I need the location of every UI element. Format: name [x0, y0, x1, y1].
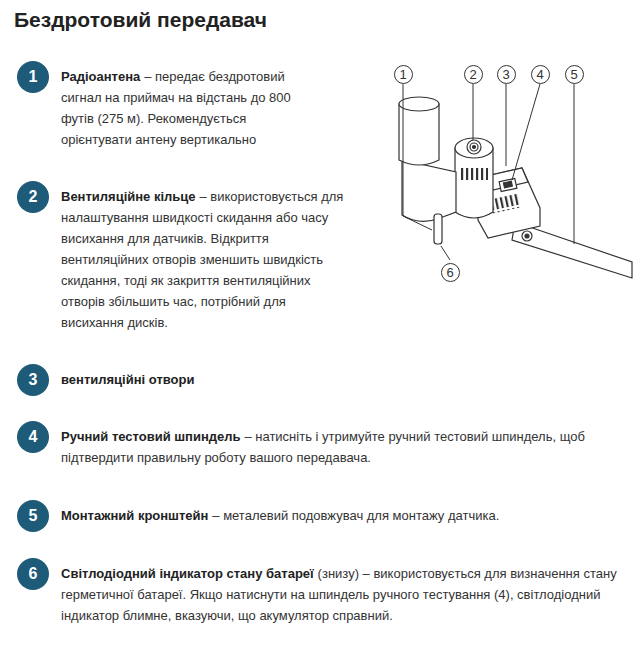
number-badge: 5	[17, 500, 49, 532]
node-text: 6	[446, 265, 453, 280]
part-name: вентиляційні отвори	[61, 372, 194, 387]
number-badge: 4	[17, 421, 49, 453]
radio-antenna	[399, 104, 439, 165]
part-name: Монтажний кронштейн	[61, 508, 208, 523]
number-badge: 1	[17, 61, 49, 93]
node-text: 3	[29, 371, 38, 389]
part-name: Радіоантена	[61, 69, 140, 84]
node-text: 2	[29, 188, 38, 206]
callout-number: 3	[497, 65, 516, 84]
node-text: 5	[570, 67, 577, 82]
callout-number: 6	[441, 263, 460, 282]
description: Ручний тестовий шпиндель– натисніть і ут…	[61, 426, 621, 468]
description: Радіоантена– передає бездротовий сигнал …	[61, 66, 306, 150]
part-name: Світлодіодний індикатор стану батареї	[61, 566, 314, 581]
node-text: 6	[29, 565, 38, 583]
node-text: 4	[29, 428, 38, 446]
callout-number: 2	[464, 65, 483, 84]
part-name: Вентиляційне кільце	[61, 189, 196, 204]
mounting-bracket	[512, 222, 632, 278]
description: Вентиляційне кільце– використовується дл…	[61, 186, 346, 333]
node-text: 4	[536, 67, 543, 82]
node-text: 3	[502, 67, 509, 82]
description: Світлодіодний індикатор стану батареї(зн…	[61, 563, 627, 626]
node-text: 1	[399, 67, 406, 82]
number-badge: 6	[17, 558, 49, 590]
diagram-title: Бездротовий передавач	[14, 8, 267, 32]
node-text: 5	[29, 507, 38, 525]
battery-led	[434, 214, 442, 244]
number-badge: 2	[17, 181, 49, 213]
test-spindle	[499, 178, 517, 191]
callout-number: 5	[565, 65, 584, 84]
description: вентиляційні отвори	[61, 369, 361, 390]
callout-number: 1	[394, 65, 413, 84]
part-description: – використовується для налаштування швид…	[61, 189, 343, 330]
part-name: Ручний тестовий шпиндель	[61, 429, 241, 444]
node-text: 2	[469, 67, 476, 82]
description: Монтажний кронштейн – металевий подовжува…	[61, 505, 621, 526]
number-badge: 3	[17, 364, 49, 396]
node-text: 1	[29, 68, 38, 86]
callout-number: 4	[531, 65, 550, 84]
part-description: – металевий подовжувач для монтажу датчи…	[212, 508, 499, 523]
